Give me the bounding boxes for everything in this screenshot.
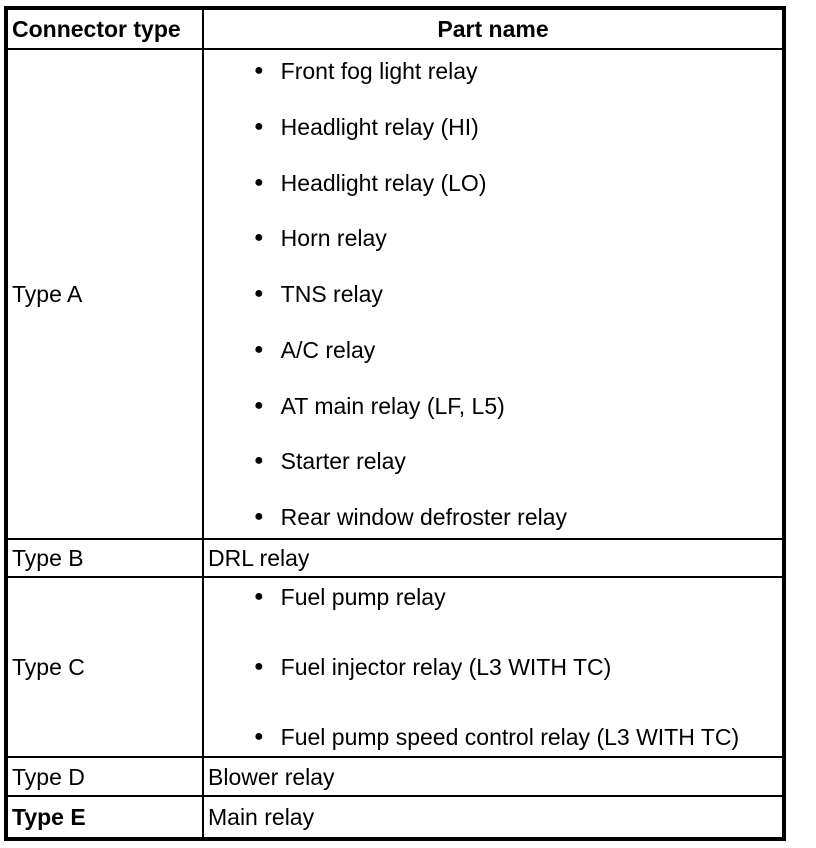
part-item: ● Fuel injector relay (L3 WITH TC) [204,654,774,680]
part-name: Headlight relay (HI) [280,113,479,140]
part-name: Horn relay [280,225,387,252]
part-name: AT main relay (LF, L5) [280,392,505,419]
row-type-b-label-cell: Type B [8,540,202,576]
part-name: Fuel pump relay [280,584,446,610]
bullet-icon: ● [254,285,264,302]
part-name: Blower relay [208,763,335,790]
part-item: ● Fuel pump speed control relay (L3 WITH… [204,724,774,750]
row-type-d-parts-cell: Blower relay [204,758,782,795]
row-type-a-label: Type A [12,281,83,307]
part-name: TNS relay [280,281,383,307]
part-item: ● A/C relay [204,337,774,363]
row-type-d-label-cell: Type D [8,758,202,795]
part-name: DRL relay [208,545,310,571]
row-type-a-parts-cell: ● Front fog light relay ● Headlight rela… [204,50,782,538]
row-type-e-label: Type E [12,804,86,830]
row-type-c-label: Type C [12,654,85,680]
row-type-c-parts-cell: ● Fuel pump relay ● Fuel injector relay … [204,578,782,756]
row-type-d-label: Type D [12,763,85,790]
bullet-icon: ● [254,588,264,605]
part-name: Headlight relay (LO) [280,169,487,196]
part-item: ● Headlight relay (HI) [204,114,774,140]
bullet-icon: ● [254,396,264,414]
column-header-connector-type: Connector type [8,10,202,48]
part-item: ● Headlight relay (LO) [204,170,774,196]
part-name: Main relay [208,804,315,830]
bullet-icon: ● [254,117,264,135]
bullet-icon: ● [254,452,264,470]
bullet-icon: ● [254,229,264,247]
part-item: ● Rear window defroster relay [204,504,774,530]
bullet-icon: ● [254,62,264,79]
connector-type-table: Connector type Part name Type A ● Front … [4,6,786,841]
part-name: Fuel injector relay (L3 WITH TC) [280,654,612,680]
row-type-a-label-cell: Type A [8,50,202,538]
bullet-icon: ● [254,728,264,745]
bullet-icon: ● [254,508,264,525]
part-item: ● Horn relay [204,225,774,251]
row-type-e-parts-cell: Main relay [204,797,782,837]
part-name: Starter relay [280,448,406,475]
part-name: Fuel pump speed control relay (L3 WITH T… [280,724,740,750]
part-item: ● Front fog light relay [204,58,774,84]
row-type-c-label-cell: Type C [8,578,202,756]
column-header-part-name: Part name [204,10,782,48]
row-type-e-label-cell: Type E [8,797,202,837]
part-item: ● AT main relay (LF, L5) [204,393,774,419]
part-item: ● TNS relay [204,281,774,307]
column-header-connector-type-label: Connector type [12,16,181,42]
row-type-b-label: Type B [12,545,84,571]
bullet-icon: ● [254,658,264,675]
column-header-part-name-label: Part name [437,16,549,42]
bullet-icon: ● [254,173,264,191]
part-item: ● Fuel pump relay [204,584,774,610]
part-item: ● Starter relay [204,448,774,474]
part-name: A/C relay [280,336,376,363]
row-type-b-parts-cell: DRL relay [204,540,782,576]
part-name: Front fog light relay [280,58,478,84]
bullet-icon: ● [254,340,264,358]
part-name: Rear window defroster relay [280,504,568,530]
